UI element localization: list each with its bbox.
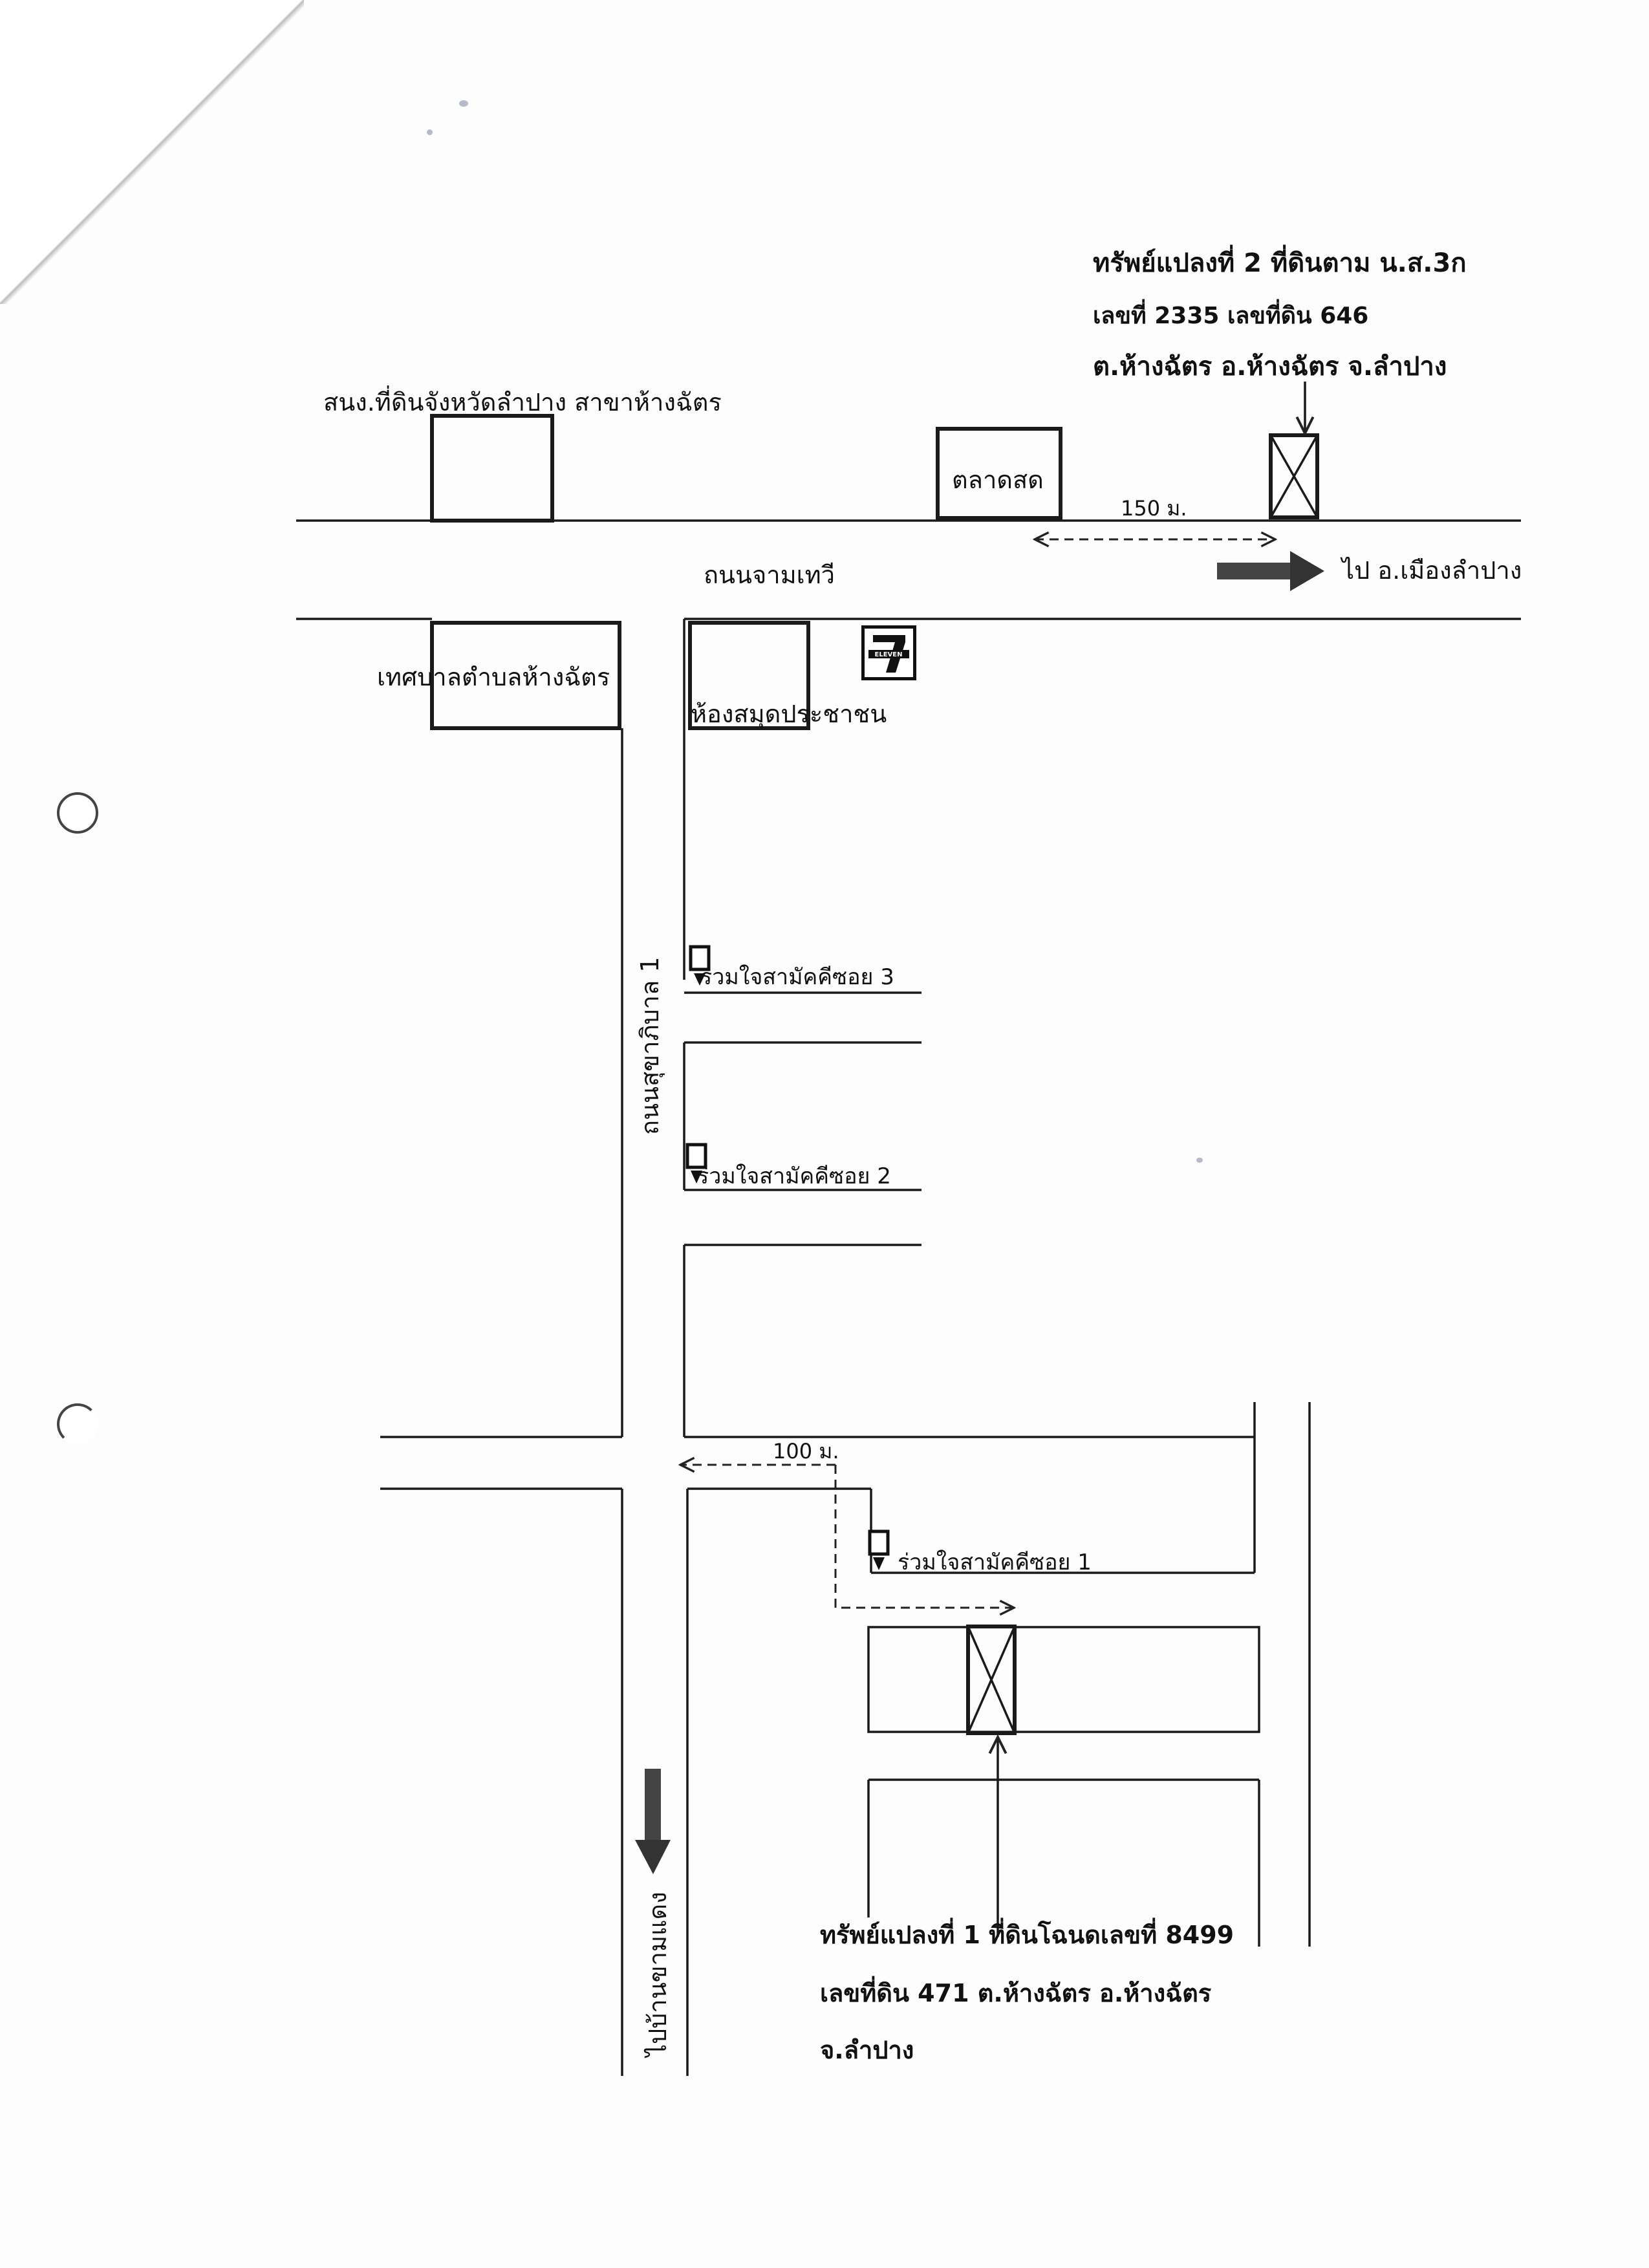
top-caption-line1: ทรัพย์แปลงที่ 2 ที่ดินตาม น.ส.3ก	[1093, 244, 1467, 278]
lower-block-north	[867, 1626, 1260, 1733]
soi3-label: ร่วมใจสามัคคีซอย 3	[700, 964, 894, 990]
top-caption-line3: ต.ห้างฉัตร อ.ห้างฉัตร จ.ลำปาง	[1093, 352, 1447, 382]
market-building	[936, 427, 1062, 520]
soi2-pin-icon	[685, 1143, 707, 1183]
store-logo-text: ELEVEN	[875, 651, 903, 658]
land-office-building	[430, 414, 554, 523]
property-2-marker	[1269, 433, 1319, 519]
distance-100m-label: 100 ม.	[773, 1439, 839, 1463]
bottom-caption-line1: ทรัพย์แปลงที่ 1 ที่ดินโฉนดเลขที่ 8499	[820, 1917, 1234, 1949]
library-label: ห้องสมุดประชาชน	[691, 700, 887, 729]
top-caption-line2: เลขที่ 2335 เลขที่ดิน 646	[1093, 299, 1368, 329]
soi3-pin-icon	[689, 945, 711, 986]
to-city-label: ไป อ.เมืองลำปาง	[1340, 556, 1522, 585]
scan-speck	[459, 100, 468, 107]
scan-speck	[1196, 1158, 1203, 1163]
arrow-to-village-icon	[635, 1769, 671, 1874]
distance-100m-line-e	[834, 1465, 1014, 1608]
side-road-label: ถนนสุขาภิบาล 1	[636, 956, 665, 1135]
market-label: ตลาดสด	[952, 466, 1044, 494]
to-village-label: ไปบ้านขามแดง	[643, 1892, 672, 2058]
municipality-label: เทศบาลตำบลห้างฉัตร	[377, 663, 610, 691]
municipality-building	[430, 621, 621, 730]
soi2-label: ร่วมใจสามัคคีซอย 2	[697, 1163, 891, 1189]
property-1-marker	[966, 1625, 1017, 1735]
bottom-caption-line2: เลขที่ดิน 471 ต.ห้างฉัตร อ.ห้างฉัตร	[820, 1976, 1212, 2007]
folded-corner	[0, 0, 304, 304]
folded-corner-shadow	[0, 0, 304, 304]
soi1-pin-icon	[868, 1529, 890, 1570]
punch-hole-top	[57, 792, 98, 834]
punch-hole-bottom	[57, 1403, 98, 1445]
land-office-label: สนง.ที่ดินจังหวัดลำปาง สาขาห้างฉัตร	[323, 385, 722, 416]
main-road-label: ถนนจามเทวี	[704, 561, 835, 589]
library-building	[688, 621, 810, 730]
soi1-label: ร่วมใจสามัคคีซอย 1	[898, 1550, 1092, 1575]
scan-speck	[427, 129, 433, 135]
distance-150m-label: 150 ม.	[1121, 496, 1187, 521]
seven-eleven-logo-icon: ELEVEN	[861, 625, 916, 680]
bottom-caption-line3: จ.ลำปาง	[820, 2036, 914, 2064]
arrow-to-city-icon	[1217, 551, 1324, 591]
